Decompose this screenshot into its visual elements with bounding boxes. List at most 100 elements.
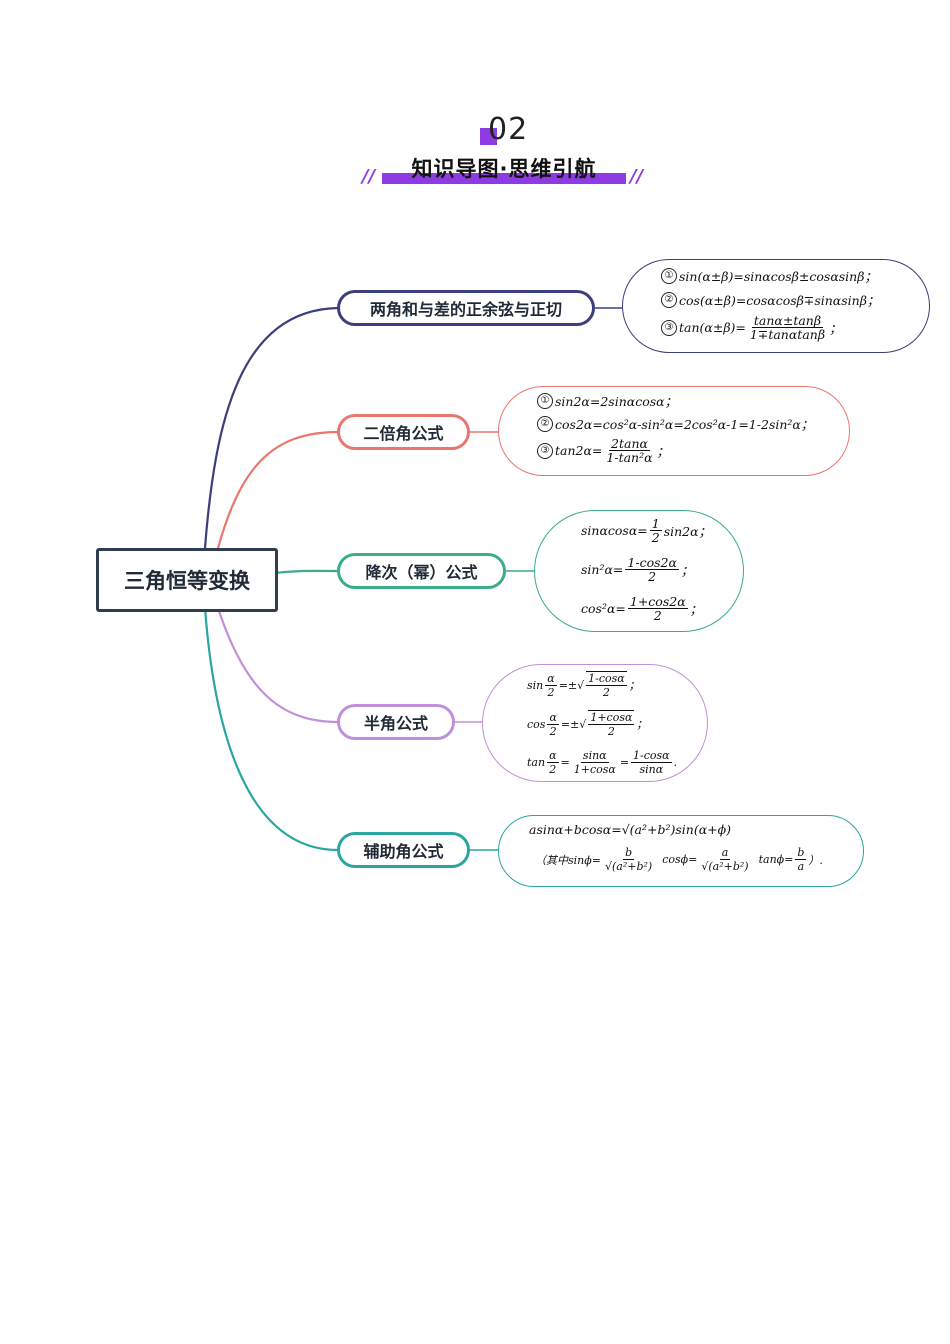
numerator: 1+cosα — [588, 711, 635, 725]
formula-text: tan — [527, 756, 546, 769]
fraction: b a — [795, 846, 807, 873]
formula-text: tan(α±β)= — [679, 320, 746, 335]
formula-line: ② cos2α=cos²α-sin²α=2cos²α-1=1-2sin²α； — [537, 414, 813, 433]
connector-branch-5 — [203, 607, 339, 852]
numerator: 1+cos2α — [627, 594, 688, 609]
formula-box-power-reduction: sinαcosα= 1 2 sin2α； sin²α= 1-cos2α 2 ； … — [534, 510, 744, 632]
denominator: √(a²+b²) — [604, 860, 653, 873]
formula-text: sin(α±β)=sinαcosβ±cosαsinβ； — [679, 269, 877, 284]
number-accent-square — [480, 128, 497, 145]
formula-line: （其中sinϕ= b √(a²+b²) cosϕ= a √(a²+b²) tan… — [535, 846, 823, 873]
connector-branch-2 — [216, 430, 339, 549]
denominator: 2 — [653, 608, 662, 623]
formula-text: ； — [689, 602, 703, 617]
formula-text: （其中sinϕ= — [535, 853, 601, 867]
title-highlight-bar — [382, 173, 626, 184]
formula-line: sin α 2 =±√ 1-cosα 2 ； — [527, 671, 640, 699]
circled-number: ② — [537, 415, 553, 432]
formula-line: ③ tan(α±β)= tanα±tanβ 1∓tanαtanβ ； — [661, 314, 842, 341]
fraction: 1-cosα sinα — [631, 749, 672, 776]
fraction: 1+cos2α 2 — [627, 594, 688, 623]
denominator: 2 — [549, 724, 557, 738]
fraction: 1-cos2α 2 — [625, 556, 679, 583]
numerator: tanα±tanβ — [751, 313, 824, 328]
formula-text: sin2α； — [663, 524, 712, 539]
equals-sign: = — [619, 756, 630, 769]
numerator: b — [623, 846, 635, 860]
section-title: 知识导图·思维引航 — [411, 157, 597, 181]
fraction: α 2 — [547, 749, 559, 776]
formula-text: ； — [829, 321, 842, 336]
formula-text: =±√ — [560, 717, 587, 731]
formula-text: cos — [527, 717, 546, 731]
formula-text: ）. — [808, 853, 823, 867]
slash-decoration-left: // — [362, 166, 376, 187]
denominator: 2 — [547, 685, 555, 699]
denominator: 1∓tanαtanβ — [749, 327, 826, 342]
formula-text: ； — [628, 679, 640, 692]
formula-text: tanϕ= — [758, 853, 794, 866]
numerator: 2tanα — [609, 436, 650, 451]
fraction: α 2 — [545, 671, 557, 699]
connector-branch-4 — [216, 607, 339, 724]
formula-line: ① sin2α=2sinαcosα； — [537, 391, 677, 410]
branch-node-auxiliary-angle: 辅助角公式 — [337, 832, 470, 868]
formula-text: sin²α= — [581, 562, 624, 577]
denominator: 1+cosα — [573, 763, 616, 776]
numerator: α — [547, 749, 559, 763]
formula-line: sin²α= 1-cos2α 2 ； — [581, 556, 693, 583]
slash-decoration-right: // — [630, 166, 644, 187]
fraction: tanα±tanβ 1∓tanαtanβ — [748, 314, 827, 341]
branch-node-sum-difference: 两角和与差的正余弦与正切 — [337, 290, 595, 326]
fraction: 1 2 — [649, 516, 662, 545]
denominator: 2 — [648, 569, 657, 584]
section-number: 02 — [488, 112, 529, 147]
connector-branch-1 — [203, 306, 339, 549]
formula-text: ； — [636, 718, 648, 731]
formula-line: tan α 2 = sinα 1+cosα = 1-cosα sinα . — [527, 749, 677, 776]
denominator: 2 — [549, 763, 557, 776]
formula-line: cos²α= 1+cos2α 2 ； — [581, 595, 702, 622]
branch-node-power-reduction: 降次（幂）公式 — [337, 553, 506, 589]
circled-number: ③ — [537, 442, 553, 459]
formula-box-double-angle: ① sin2α=2sinαcosα； ② cos2α=cos²α-sin²α=2… — [498, 386, 850, 476]
formula-text: cos²α= — [581, 601, 626, 616]
formula-text: cosϕ= — [662, 853, 698, 866]
formula-box-sum-difference: ① sin(α±β)=sinαcosβ±cosαsinβ； ② cos(α±β)… — [622, 259, 930, 353]
equals-sign: = — [560, 756, 570, 769]
fraction: a √(a²+b²) — [699, 846, 750, 873]
denominator: 2 — [607, 725, 615, 738]
radical-fraction: 1+cosα 2 — [588, 710, 635, 738]
formula-line: cos α 2 =±√ 1+cosα 2 ； — [527, 710, 647, 738]
denominator: 1-tan²α — [606, 450, 653, 465]
numerator: 1 — [649, 516, 662, 531]
denominator: 2 — [602, 686, 610, 699]
circled-number: ③ — [661, 319, 677, 336]
numerator: 1-cosα — [586, 672, 627, 686]
circled-number: ① — [661, 267, 677, 284]
connector-branch-3 — [273, 569, 339, 575]
formula-text: ； — [656, 444, 670, 459]
numerator: 1-cos2α — [625, 555, 679, 570]
formula-text: tan2α= — [555, 443, 603, 458]
formula-text: . — [673, 756, 678, 769]
formula-line: sinαcosα= 1 2 sin2α； — [581, 517, 711, 544]
denominator: 2 — [651, 530, 660, 545]
branch-node-half-angle: 半角公式 — [337, 704, 455, 740]
numerator: sinα — [580, 749, 609, 763]
numerator: b — [795, 846, 807, 860]
branch-node-double-angle: 二倍角公式 — [337, 414, 470, 450]
formula-text: sinαcosα= — [581, 523, 648, 538]
formula-text: ； — [680, 563, 694, 578]
numerator: α — [545, 671, 557, 686]
formula-text: cos(α±β)=cosαcosβ∓sinαsinβ； — [679, 293, 880, 308]
formula-box-auxiliary-angle: asinα+bcosα=√(a²+b²)sin(α+ϕ) （其中sinϕ= b … — [498, 815, 864, 887]
root-node: 三角恒等变换 — [96, 548, 278, 612]
formula-text: sin2α=2sinαcosα； — [555, 394, 678, 409]
formula-text: cos2α=cos²α-sin²α=2cos²α-1=1-2sin²α； — [555, 417, 814, 432]
formula-text: asinα+bcosα=√(a²+b²)sin(α+ϕ) — [529, 822, 732, 837]
formula-box-half-angle: sin α 2 =±√ 1-cosα 2 ； cos α 2 =±√ 1+cos… — [482, 664, 708, 782]
numerator: a — [719, 846, 731, 860]
circled-number: ② — [661, 291, 677, 308]
